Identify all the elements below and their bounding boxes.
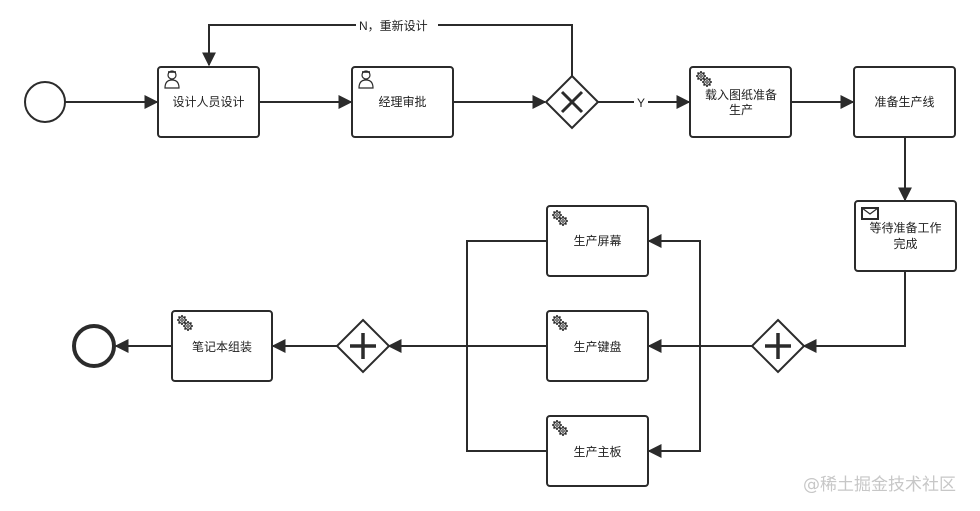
task-load-label-line2: 生产 <box>729 103 753 117</box>
task-prepare-label: 准备生产线 <box>874 95 934 109</box>
user-icon <box>164 70 180 89</box>
start-event[interactable] <box>24 81 66 123</box>
task-produce-keyboard[interactable]: 生产键盘 <box>546 310 649 382</box>
envelope-icon <box>861 207 879 220</box>
flow-label-reject: N，重新设计 <box>359 18 428 33</box>
task-wait-ready[interactable]: 等待准备工作 完成 <box>854 200 957 272</box>
task-load-drawings[interactable]: 载入图纸准备 生产 <box>689 66 792 138</box>
task-design[interactable]: 设计人员设计 <box>157 66 260 138</box>
task-approve-label: 经理审批 <box>378 94 426 109</box>
flow-label-accept: Y <box>637 96 645 110</box>
flow-fork-to-screen[interactable] <box>647 234 701 346</box>
task-load-label-line1: 载入图纸准备 <box>705 88 777 102</box>
flow-board-to-join[interactable] <box>466 346 546 452</box>
end-event[interactable] <box>72 324 116 368</box>
flow-fork-to-board[interactable] <box>647 346 701 458</box>
task-prepare-line[interactable]: 准备生产线 <box>853 66 956 138</box>
flow-screen-to-join[interactable] <box>466 240 546 346</box>
task-design-label: 设计人员设计 <box>172 95 244 109</box>
task-produce-board[interactable]: 生产主板 <box>546 415 649 487</box>
task-board-label: 生产主板 <box>573 445 621 459</box>
exclusive-gateway[interactable] <box>544 74 600 130</box>
user-icon <box>358 70 374 89</box>
task-assemble-label: 笔记本组装 <box>192 339 252 354</box>
task-keyboard-label: 生产键盘 <box>573 339 621 354</box>
watermark: @稀土掘金技术社区 <box>803 475 956 495</box>
flow-wait-to-fork[interactable] <box>802 271 906 353</box>
task-wait-label-line2: 完成 <box>893 236 917 251</box>
parallel-gateway-join[interactable] <box>335 318 391 374</box>
task-produce-screen[interactable]: 生产屏幕 <box>546 205 649 277</box>
task-approve[interactable]: 经理审批 <box>351 66 454 138</box>
task-screen-label: 生产屏幕 <box>573 234 621 248</box>
parallel-gateway-fork[interactable] <box>750 318 806 374</box>
task-assemble[interactable]: 笔记本组装 <box>171 310 273 382</box>
task-wait-label-line1: 等待准备工作 <box>869 221 941 235</box>
